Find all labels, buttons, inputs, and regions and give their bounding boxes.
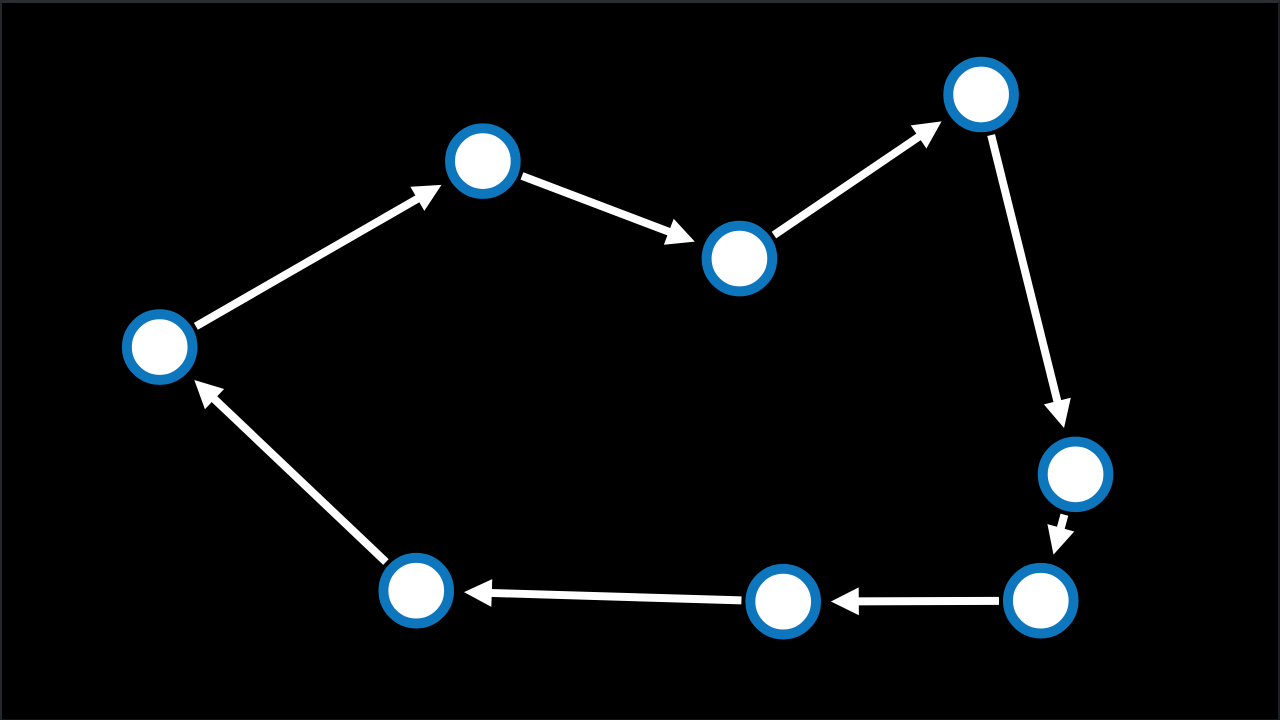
edge-arrowhead-n1-n2 xyxy=(410,184,442,211)
node-bottom-right xyxy=(1002,562,1079,639)
edges-layer xyxy=(193,121,1075,616)
edge-line-n2-n3 xyxy=(520,172,676,238)
edge-line-n8-n1 xyxy=(207,392,389,565)
edge-arrowhead-n8-n1 xyxy=(194,379,225,410)
edge-arrowhead-n6-n7 xyxy=(830,587,859,616)
edge-arrowhead-n3-n4 xyxy=(910,121,942,149)
edge-line-n7-n8 xyxy=(486,588,742,605)
edge-line-n3-n4 xyxy=(771,130,926,239)
node-top-right xyxy=(943,56,1019,133)
node-upper-middle xyxy=(701,220,778,297)
node-right xyxy=(1037,436,1114,513)
node-bottom-middle xyxy=(745,563,821,640)
edge-arrowhead-n4-n5 xyxy=(1043,397,1071,429)
edge-arrowhead-n5-n6 xyxy=(1047,524,1075,555)
node-bottom-left xyxy=(378,552,455,629)
node-left xyxy=(121,309,198,385)
edge-line-n1-n2 xyxy=(193,192,425,330)
edge-arrowhead-n7-n8 xyxy=(463,579,493,607)
edge-arrowhead-n2-n3 xyxy=(663,218,695,245)
nodes-layer xyxy=(121,56,1114,640)
edge-line-n4-n5 xyxy=(987,134,1063,408)
node-upper-left xyxy=(445,123,521,199)
graph-svg xyxy=(121,56,1114,640)
